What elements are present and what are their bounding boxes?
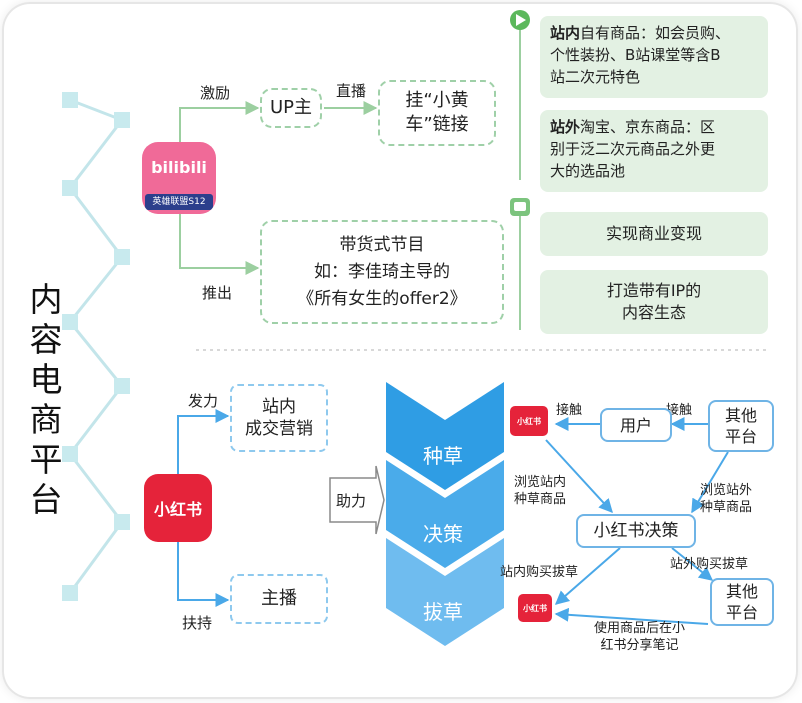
stage-seed: 种草 bbox=[423, 444, 463, 468]
title-char-4: 商 bbox=[29, 400, 63, 439]
stage-decide: 决策 bbox=[423, 522, 463, 546]
browse-inside-line2: 种草商品 bbox=[514, 492, 567, 507]
outside-head: 站外 bbox=[550, 118, 581, 136]
outside-text2: 别于泛二次元商品之外更 bbox=[550, 140, 716, 158]
outside-text1: 淘宝、京东商品：区 bbox=[580, 118, 716, 136]
result2-line1: 打造带有IP的 bbox=[606, 281, 702, 300]
up-box: UP主 bbox=[260, 88, 322, 128]
browse-inside-line1: 浏览站内 bbox=[514, 475, 567, 490]
inside-goods-box: 站内自有商品：如会员购、 个性装扮、B站课堂等含B 站二次元特色 bbox=[540, 16, 768, 98]
title-char-5: 平 bbox=[29, 440, 63, 479]
bilibili-logo-sub: 英雄联盟S12 bbox=[145, 194, 213, 210]
browse-outside-line1: 浏览站外 bbox=[700, 483, 753, 498]
program-line1: 带货式节目 bbox=[339, 234, 425, 255]
other2-line1: 其他 bbox=[725, 582, 758, 601]
bilibili-logo: bilibili 英雄联盟S12 bbox=[142, 142, 216, 214]
program-line2: 如：李佳琦主导的 bbox=[314, 261, 450, 282]
title-char-2: 容 bbox=[29, 320, 63, 359]
label-incentive: 激励 bbox=[200, 84, 231, 102]
xhs-connectors bbox=[177, 409, 729, 625]
share-note-label: 使用商品后在小 红书分享笔记 bbox=[594, 620, 685, 654]
stage-pull: 拔草 bbox=[423, 600, 463, 624]
program-line3: 《所有女生的offer2》 bbox=[297, 288, 467, 309]
inside-text1: 自有商品：如会员购、 bbox=[580, 24, 731, 42]
label-launch: 推出 bbox=[202, 284, 233, 302]
inside-marketing-box: 站内 成交营销 bbox=[230, 384, 328, 452]
inside-marketing-line2: 成交营销 bbox=[245, 419, 313, 439]
stage-chevrons bbox=[380, 376, 506, 646]
decision-box: 小红书决策 bbox=[576, 514, 696, 548]
contact-label-1: 接触 bbox=[556, 403, 583, 418]
buy-inside-label: 站内购买拔草 bbox=[500, 565, 579, 580]
browse-outside-line2: 种草商品 bbox=[700, 500, 753, 515]
buy-outside-label: 站外购买拔草 bbox=[670, 557, 749, 572]
title-char-6: 台 bbox=[29, 480, 63, 519]
inside-head: 站内 bbox=[550, 24, 581, 42]
label-live: 直播 bbox=[336, 82, 367, 100]
program-box: 带货式节目 如：李佳琦主导的 《所有女生的offer2》 bbox=[260, 220, 504, 324]
inside-text2: 个性装扮、B站课堂等含B bbox=[550, 46, 721, 64]
link-box-line1: 挂“小黄 bbox=[405, 90, 469, 111]
browse-outside-label: 浏览站外 种草商品 bbox=[700, 482, 752, 516]
outside-goods-box: 站外淘宝、京东商品：区 别于泛二次元商品之外更 大的选品池 bbox=[540, 110, 768, 192]
other1-line1: 其他 bbox=[724, 406, 757, 425]
other-platform-box-1: 其他 平台 bbox=[708, 400, 774, 452]
title-char-3: 电 bbox=[29, 360, 63, 399]
xhs-small-logo-top: 小红书 bbox=[510, 406, 548, 436]
inside-text3: 站二次元特色 bbox=[550, 68, 641, 86]
tree-nodes bbox=[62, 92, 130, 601]
other2-line2: 平台 bbox=[725, 603, 758, 622]
label-support: 扶持 bbox=[182, 614, 213, 632]
link-box-line2: 车”链接 bbox=[405, 114, 469, 135]
result-ip-ecosystem: 打造带有IP的 内容生态 bbox=[540, 270, 768, 334]
result-monetize: 实现商业变现 bbox=[540, 212, 768, 256]
assist-label: 助力 bbox=[336, 492, 367, 510]
outside-text3: 大的选品池 bbox=[550, 162, 626, 180]
title-char-1: 内 bbox=[29, 280, 63, 319]
link-box: 挂“小黄 车”链接 bbox=[378, 80, 496, 146]
assist-arrow-shape bbox=[329, 465, 385, 535]
bili-connectors bbox=[179, 18, 521, 330]
browse-inside-label: 浏览站内 种草商品 bbox=[514, 474, 566, 508]
other-platform-box-2: 其他 平台 bbox=[710, 578, 774, 626]
result2-line2: 内容生态 bbox=[621, 303, 686, 322]
share-line2: 红书分享笔记 bbox=[600, 638, 679, 653]
label-force: 发力 bbox=[188, 392, 219, 410]
share-line1: 使用商品后在小 bbox=[594, 621, 686, 636]
xhs-logo-text: 小红书 bbox=[153, 500, 202, 519]
xhs-small-logo-bottom: 小红书 bbox=[518, 594, 552, 622]
contact-label-2: 接触 bbox=[666, 403, 693, 418]
user-box: 用户 bbox=[600, 408, 672, 442]
anchor-box: 主播 bbox=[230, 574, 328, 624]
xiaohongshu-logo: 小红书 bbox=[144, 474, 212, 542]
other1-line2: 平台 bbox=[724, 427, 757, 446]
bilibili-logo-text: bilibili bbox=[151, 158, 207, 177]
inside-marketing-line1: 站内 bbox=[262, 397, 296, 417]
